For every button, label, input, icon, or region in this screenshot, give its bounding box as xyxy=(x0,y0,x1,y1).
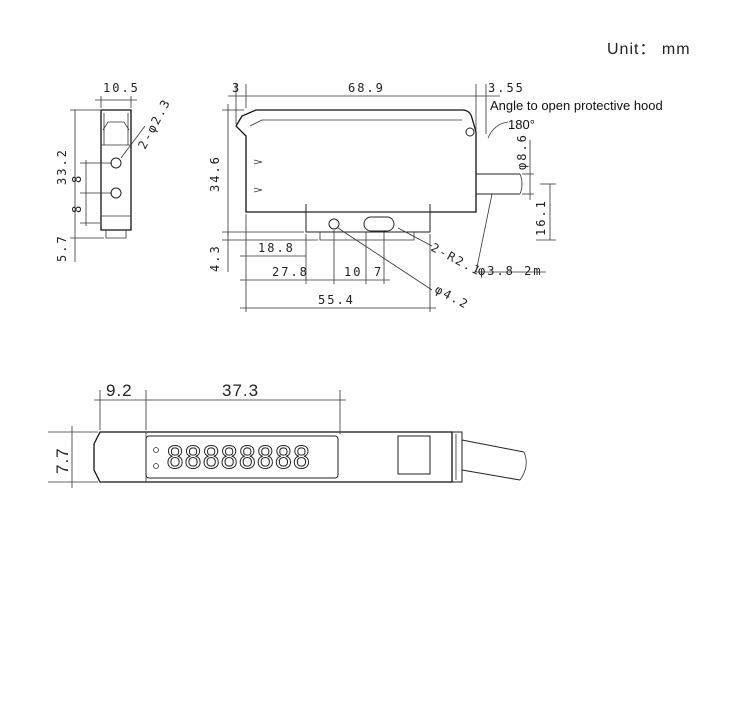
side-view-foot xyxy=(105,230,127,239)
dim-side-width: 10.5 xyxy=(103,81,140,95)
dim-front-cable-spec: φ3.8 2m xyxy=(478,264,543,278)
leader-line xyxy=(475,193,493,273)
note-angle-hood: Angle to open protective hood xyxy=(490,98,663,113)
top-view: 88888888 9.2 37.3 7.7 xyxy=(48,381,527,488)
dim-front-cable-height: 16.1 xyxy=(534,199,548,236)
dim-front-27: 27.8 xyxy=(272,265,309,279)
angle-arc xyxy=(487,121,509,139)
top-view-end-cap xyxy=(452,431,463,483)
dim-side-height: 33.2 xyxy=(55,148,69,185)
front-view-marks xyxy=(253,159,263,193)
dim-front-hole-dia: φ4.2 xyxy=(433,282,472,312)
top-view-cable xyxy=(461,439,525,481)
dim-front-offset-left: 3 xyxy=(232,81,241,95)
top-view-display xyxy=(145,435,339,479)
front-view: 3 68.9 3.55 Angle to open protective hoo… xyxy=(208,81,663,312)
front-view-rail-foot xyxy=(319,232,415,241)
indicator-led-1 xyxy=(153,447,159,453)
top-view-button xyxy=(397,435,431,475)
front-view-hole xyxy=(328,218,340,230)
indicator-led-2 xyxy=(153,463,159,469)
side-view-hood xyxy=(102,121,130,131)
leader-line xyxy=(397,227,433,247)
leader-line xyxy=(337,227,433,291)
dim-front-10: 10 xyxy=(344,265,362,279)
dim-front-length: 68.9 xyxy=(348,81,385,95)
front-view-cable-end xyxy=(519,173,523,195)
side-view-hole-top xyxy=(110,157,122,169)
dim-front-offset-right: 3.55 xyxy=(488,81,525,95)
dim-side-bottom: 5.7 xyxy=(55,234,69,262)
dim-front-height: 34.6 xyxy=(208,155,222,192)
dim-front-55: 55.4 xyxy=(318,293,355,307)
front-view-slot xyxy=(363,216,395,232)
dim-front-18: 18.8 xyxy=(258,241,295,255)
unit-label: Unit： mm xyxy=(607,41,691,58)
front-view-cable xyxy=(476,173,520,195)
dim-top-display: 37.3 xyxy=(222,381,259,400)
front-view-hood-line xyxy=(249,119,462,127)
front-view-rail xyxy=(305,204,431,233)
dim-top-height: 7.7 xyxy=(53,447,72,474)
dim-side-hole-spacing-bottom: 8 xyxy=(70,204,84,213)
dim-front-rail-offset: 4.3 xyxy=(208,244,222,272)
leader-line xyxy=(120,125,146,159)
dim-front-cable-dia: φ8.6 xyxy=(515,133,529,170)
side-view: 10.5 2-φ2.3 33.2 8 8 5.7 xyxy=(55,81,174,262)
dim-front-radius: 2-R2.1 xyxy=(429,240,484,278)
side-view-body xyxy=(100,109,132,231)
side-view-inner-lines xyxy=(103,113,129,145)
top-view-cable-end xyxy=(519,451,527,481)
note-angle-value: 180° xyxy=(508,117,535,132)
side-view-hole-bottom xyxy=(110,187,122,199)
dim-side-hole: 2-φ2.3 xyxy=(135,96,173,151)
dim-front-7: 7 xyxy=(374,265,383,279)
front-view-hinge xyxy=(465,127,475,137)
top-view-display-text: 88888888 xyxy=(166,441,311,476)
dim-top-left: 9.2 xyxy=(106,381,133,400)
front-view-body xyxy=(235,109,477,213)
dim-side-hole-spacing-top: 8 xyxy=(70,174,84,183)
